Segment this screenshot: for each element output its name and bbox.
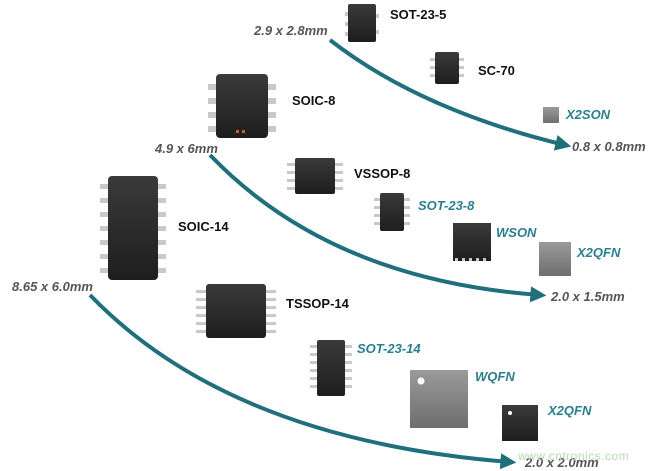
label-soic8: SOIC-8 [292, 93, 336, 108]
label-vssop8: VSSOP-8 [354, 166, 411, 181]
label-x2qfn-a: X2QFN [577, 245, 621, 260]
chip-sot23-14 [310, 340, 352, 396]
chip-sot23-8 [374, 193, 410, 231]
label-x2qfn-b: X2QFN [548, 403, 592, 418]
chip-tssop14 [196, 284, 276, 338]
dim-row1-end: 0.8 x 0.8mm [572, 139, 646, 154]
chip-soic14 [100, 176, 166, 280]
arrow-row3 [88, 293, 517, 470]
chip-sc70 [430, 52, 464, 84]
arrow-row1 [328, 38, 572, 151]
label-x2son: X2SON [566, 107, 611, 122]
label-wson: WSON [496, 225, 537, 240]
label-sot23-14: SOT-23-14 [357, 341, 421, 356]
dim-row3-end: 2.0 x 2.0mm [525, 455, 599, 470]
label-sot23-8: SOT-23-8 [418, 198, 475, 213]
label-tssop14: TSSOP-14 [286, 296, 349, 311]
chip-x2qfn-large [502, 405, 538, 441]
chip-vssop8 [287, 158, 343, 194]
label-soic14: SOIC-14 [178, 219, 229, 234]
dim-row2-start: 4.9 x 6mm [155, 141, 218, 156]
arrow-row2 [208, 153, 547, 303]
watermark: www.cntronics.com [518, 449, 630, 463]
chip-wqfn [410, 370, 468, 428]
chip-sot23-5 [345, 4, 379, 42]
label-sc70: SC-70 [478, 63, 515, 78]
chip-wson [453, 223, 491, 261]
dim-row3-start: 8.65 x 6.0mm [12, 279, 93, 294]
dim-row1-start: 2.9 x 2.8mm [254, 23, 328, 38]
chip-x2son [543, 107, 559, 123]
label-sot23-5: SOT-23-5 [390, 7, 447, 22]
chip-soic8 [208, 74, 276, 138]
chip-x2qfn-small [539, 242, 571, 276]
dim-row2-end: 2.0 x 1.5mm [551, 289, 625, 304]
label-wqfn: WQFN [475, 369, 515, 384]
